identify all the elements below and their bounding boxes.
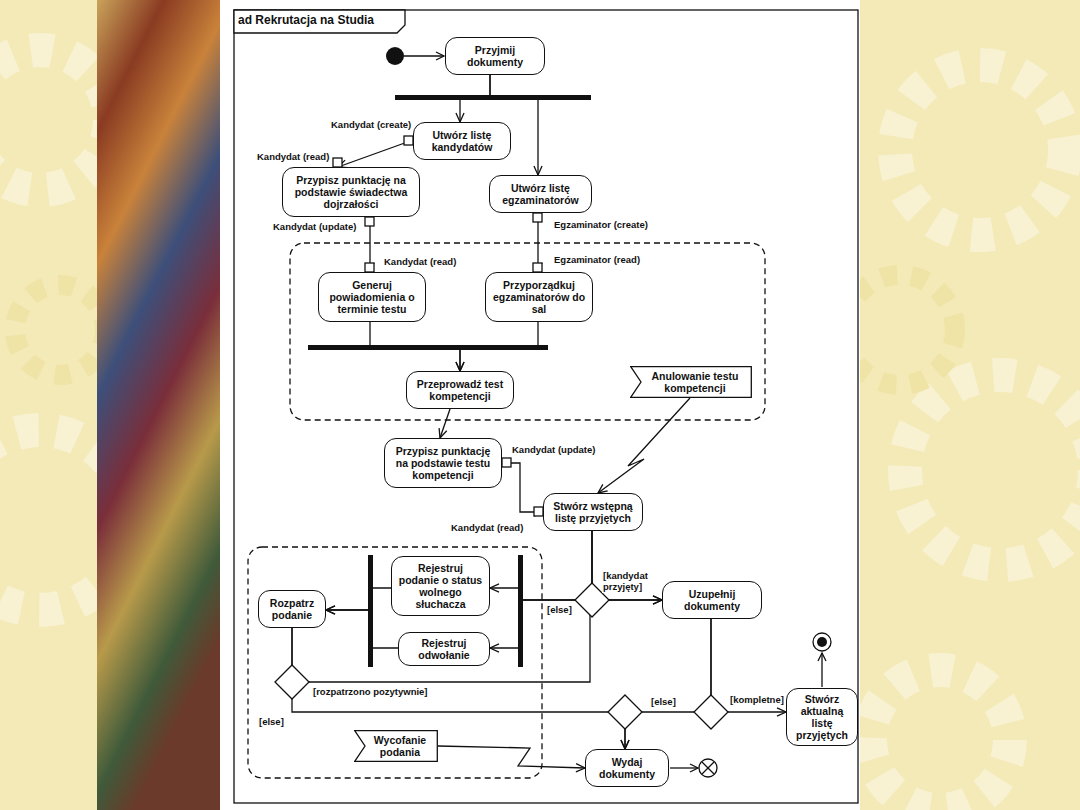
node-text: Przypisz punktację na podstawie świadect… xyxy=(289,174,413,210)
control-flow xyxy=(598,398,690,493)
pin xyxy=(533,213,542,222)
control-flow xyxy=(502,463,543,516)
merge-diamond xyxy=(608,695,642,729)
title-tab xyxy=(234,10,405,33)
action-box: Przyjmij dokumenty xyxy=(445,37,545,75)
action-box: Rejestruj odwołanie xyxy=(398,632,490,666)
pin xyxy=(533,263,542,272)
control-flow xyxy=(711,619,786,716)
node-text: Utwórz listę kandydatów xyxy=(420,129,504,153)
action-box: Stwórz wstępną listę przyjętych xyxy=(543,493,643,531)
pin xyxy=(502,458,511,467)
join-bar xyxy=(308,345,548,350)
pin xyxy=(365,217,374,226)
node-text: Wycofanie podania xyxy=(368,734,432,758)
action-box: Rozpatrz podanie xyxy=(258,590,326,628)
control-flow xyxy=(490,531,592,600)
guard-label: [else] xyxy=(546,604,573,615)
decision-diamond xyxy=(694,695,728,729)
control-flow xyxy=(438,746,585,772)
action-box: Utwórz listę egzaminatorów xyxy=(489,175,592,213)
control-flow xyxy=(326,606,398,648)
guard-label: [else] xyxy=(258,716,285,727)
accept-event: Anulowanie testu kompetencji xyxy=(630,366,752,398)
control-flow xyxy=(439,409,450,438)
pin-label: Kandydat (read) xyxy=(256,151,330,162)
action-box: Rejestruj podanie o status wolnego słuch… xyxy=(391,556,490,616)
join-bar xyxy=(368,555,373,667)
action-box: Utwórz listę kandydatów xyxy=(413,122,511,160)
pin-label: Kandydat (create) xyxy=(330,119,412,130)
control-flow xyxy=(338,140,413,168)
node-text: Stwórz wstępną listę przyjętych xyxy=(550,500,636,524)
pin-label: Kandydat (read) xyxy=(450,522,524,533)
fork-bar xyxy=(518,555,523,667)
diagram-title: ad Rekrutacja na Studia xyxy=(238,13,374,27)
decision-diamond xyxy=(275,665,309,699)
activity-final xyxy=(813,633,831,651)
pin xyxy=(333,158,342,167)
node-text: Utwórz listę egzaminatorów xyxy=(496,182,585,206)
action-box: Przeprowadź test kompetencji xyxy=(406,371,514,409)
action-box: Wydaj dokumenty xyxy=(585,749,669,787)
guard-label: [else] xyxy=(650,696,677,707)
pin-label: Kandydat (read) xyxy=(383,256,457,267)
initial-flow xyxy=(404,55,444,56)
accept-event: Wycofanie podania xyxy=(354,730,438,762)
action-box: Generuj powiadomienia o terminie testu xyxy=(318,272,426,322)
control-flow xyxy=(490,531,592,652)
pin xyxy=(365,263,374,272)
fork-bar xyxy=(395,95,591,100)
action-box: Uzupełnij dokumenty xyxy=(662,581,762,619)
node-text: Przyjmij dokumenty xyxy=(452,44,538,68)
node-text: Rozpatrz podanie xyxy=(265,597,319,621)
final-flow xyxy=(670,767,698,768)
diagram-frame xyxy=(234,10,858,803)
node-text: Anulowanie testu kompetencji xyxy=(644,370,746,394)
final-flow xyxy=(821,653,822,687)
node-text: Przypisz punktację na podstawie testu ko… xyxy=(391,445,495,481)
action-box: Przypisz punktację na podstawie testu ko… xyxy=(384,438,502,488)
node-text: Rejestruj podanie o status wolnego słuch… xyxy=(398,562,483,610)
node-text: Przyporządkuj egzaminatorów do sal xyxy=(492,279,586,315)
action-box: Przypisz punktację na podstawie świadect… xyxy=(282,167,420,217)
pin-label: Egzaminator (create) xyxy=(553,219,649,230)
interruptible-region xyxy=(248,547,542,778)
action-box: Przyporządkuj egzaminatorów do sal xyxy=(485,272,593,322)
guard-label: [rozpatrzono pozytywnie] xyxy=(312,686,429,697)
control-flow xyxy=(292,628,629,749)
flow-final xyxy=(699,759,717,777)
pin-label: Kandydat (update) xyxy=(272,221,357,232)
node-text: Uzupełnij dokumenty xyxy=(669,588,755,612)
node-text: Stwórz aktualną listę przyjętych xyxy=(793,693,851,741)
guard-label: [kompletne] xyxy=(729,694,785,705)
control-flow xyxy=(621,619,711,749)
pin xyxy=(534,507,543,516)
node-text: Generuj powiadomienia o terminie testu xyxy=(325,279,419,315)
pin-label: Kandydat (update) xyxy=(511,444,596,455)
control-flow xyxy=(366,217,374,272)
pin xyxy=(404,136,413,145)
action-box: Stwórz aktualną listę przyjętych xyxy=(786,688,858,746)
node-text: Wydaj dokumenty xyxy=(592,756,662,780)
initial-node xyxy=(386,47,404,65)
node-text: Rejestruj odwołanie xyxy=(405,637,483,661)
pin-label: Egzaminator (read) xyxy=(553,254,641,265)
interruptible-region xyxy=(290,243,765,420)
node-text: Przeprowadź test kompetencji xyxy=(413,378,507,402)
guard-label: [kandydat przyjęty] xyxy=(602,570,662,593)
